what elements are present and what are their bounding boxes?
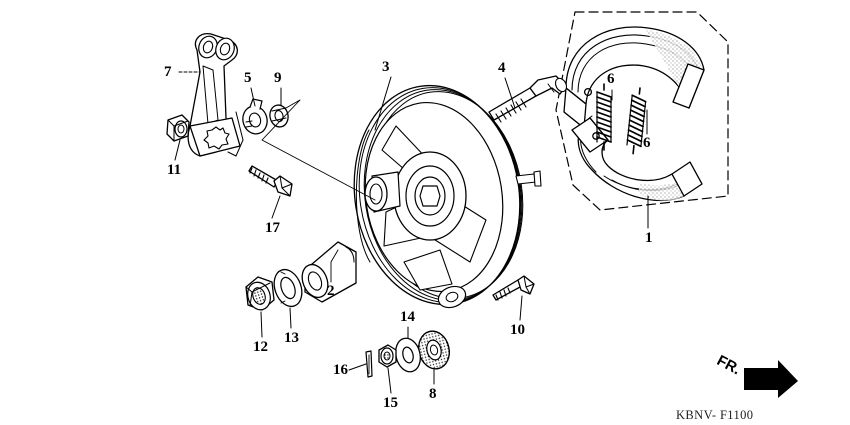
brake-arm-part (187, 33, 244, 157)
felt-seal-washer-part (269, 104, 289, 128)
callout-4: 4 (498, 60, 506, 76)
cam-washer-part (273, 268, 303, 308)
splined-hole (203, 126, 230, 150)
callout-6-right: 6 (643, 135, 651, 151)
callout-17: 17 (265, 220, 280, 236)
brake-panel (353, 84, 542, 309)
thrust-washer-part (395, 337, 421, 373)
split-pin-part (365, 350, 373, 378)
callout-11: 11 (167, 162, 182, 178)
speedometer-gear-part (418, 330, 450, 370)
panel-bolt-part (248, 165, 293, 197)
wear-indicator-plate-part (242, 98, 268, 135)
callout-3: 3 (382, 59, 390, 75)
panel-anchor-bolt (515, 170, 542, 187)
callout-7: 7 (164, 64, 172, 80)
brake-shoe-upper (563, 26, 705, 129)
brake-cam-shaft-part (488, 75, 568, 123)
callout-5: 5 (244, 70, 252, 86)
callout-10: 10 (510, 322, 525, 338)
part-code-label: KBNV- F1100 (676, 408, 754, 422)
callout-16: 16 (333, 362, 348, 378)
brake-cam-bushing-part (301, 241, 357, 303)
retainer-nut-part (378, 344, 397, 368)
flange-bolt-part (492, 275, 535, 301)
brake-arm-nut-part (166, 114, 190, 142)
brake-shoe-lower (571, 115, 703, 201)
brake-cam-boss (364, 171, 401, 213)
callout-14: 14 (400, 309, 415, 325)
callout-15: 15 (383, 395, 398, 411)
leader-lines (174, 71, 649, 394)
brake-shoe-set-boundary (555, 11, 729, 211)
callout-12: 12 (253, 339, 268, 355)
callout-9: 9 (274, 70, 282, 86)
fr-arrow-icon (744, 360, 798, 398)
callout-2: 2 (327, 283, 335, 299)
cam-seal-nut-part (245, 276, 275, 311)
callout-1: 1 (645, 230, 653, 246)
callout-6-left: 6 (607, 71, 615, 87)
callout-13: 13 (284, 330, 299, 346)
callout-8: 8 (429, 386, 437, 402)
